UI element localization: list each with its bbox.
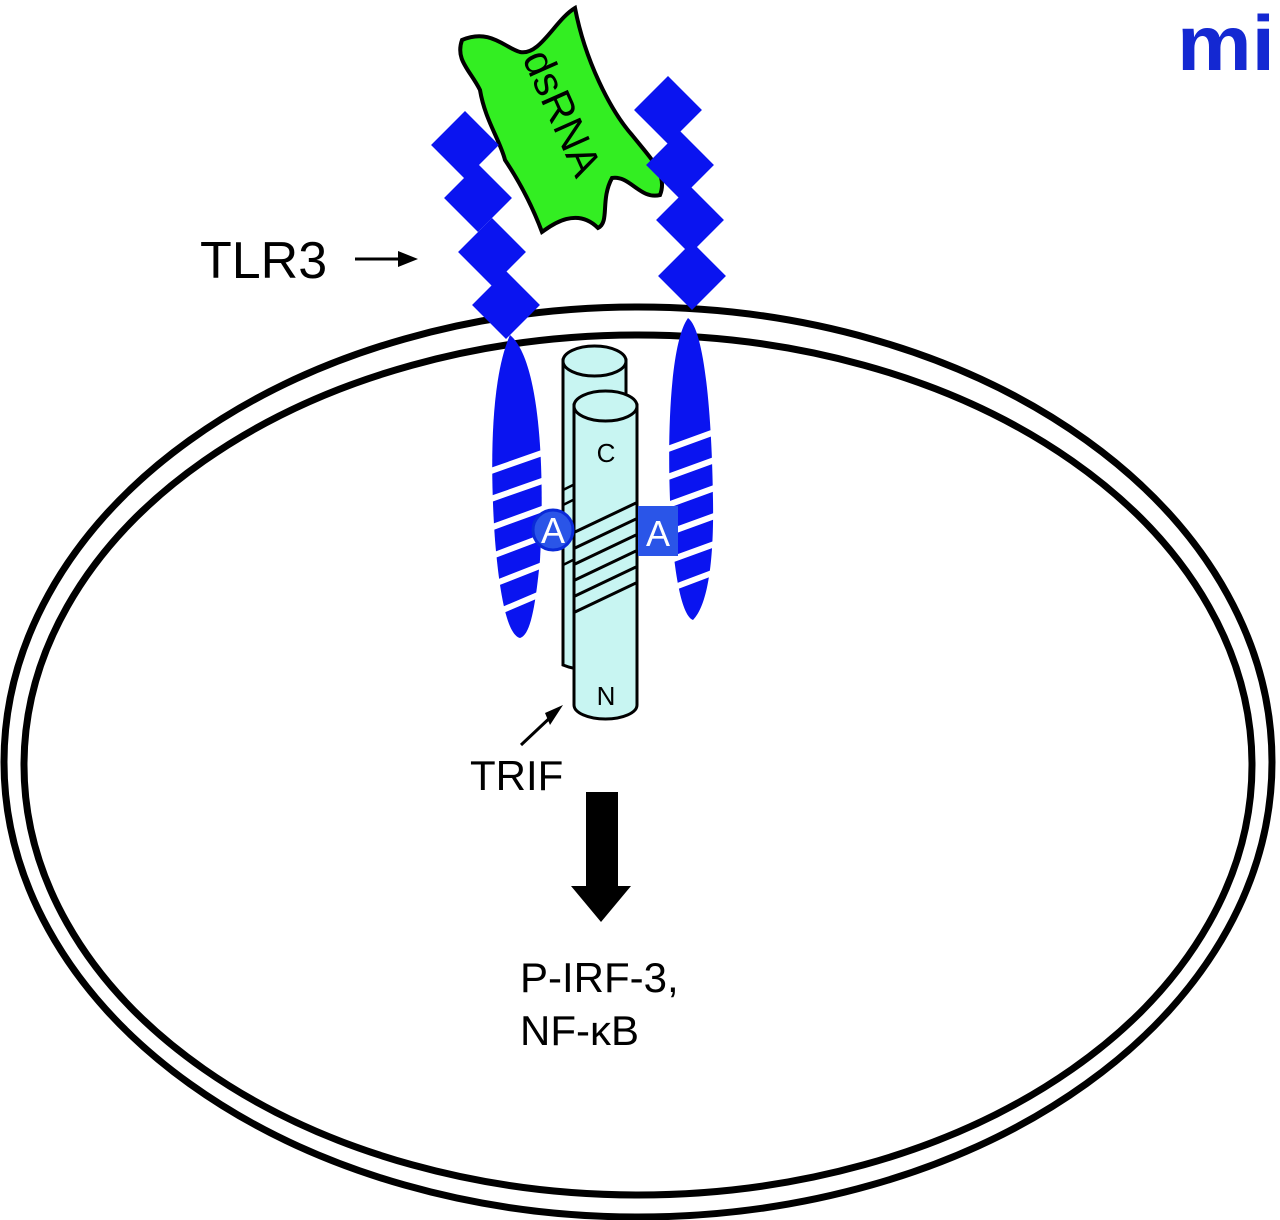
trif-front-helix: C N (572, 389, 639, 721)
lrr-diamond (444, 164, 512, 232)
tlr3-annotation: TLR3 (200, 232, 418, 290)
lrr-diamond (458, 218, 526, 286)
output-line2: NF-κB (520, 1007, 639, 1054)
domain-a-left-circle (531, 508, 575, 552)
lrr-diamond (472, 271, 540, 339)
mi-logo: mi (1177, 0, 1275, 87)
dsrna-ligand: dsRNA (458, 4, 664, 236)
cell-membrane (0, 303, 1276, 1220)
signaling-arrow-shaft (586, 792, 618, 888)
signaling-arrow-head (571, 886, 631, 922)
tlr3-arrow-head (398, 251, 418, 267)
lrr-diamond (634, 76, 702, 144)
front-helix-stripes (574, 501, 637, 614)
tlr3-right-cytoplasmic (663, 318, 722, 620)
membrane-outer (0, 303, 1276, 1220)
trif-annotation: TRIF (470, 705, 563, 799)
domain-a-right: A (638, 506, 678, 556)
back-helix-top (561, 344, 628, 378)
tlr3-left-cytoplasmic (487, 335, 547, 638)
domain-a-left-label: A (541, 510, 565, 551)
tlr3-label: TLR3 (200, 232, 327, 290)
signaling-arrow (571, 792, 631, 922)
membrane-inner (20, 331, 1256, 1199)
domain-a-right-square (638, 506, 678, 556)
front-helix-top (572, 389, 639, 423)
domain-a-left: A (531, 508, 575, 552)
signaling-output: P-IRF-3, NF-κB (520, 954, 679, 1054)
logo-text: mi (1177, 0, 1275, 87)
output-line1: P-IRF-3, (520, 954, 679, 1001)
lrr-diamond (431, 111, 499, 179)
lrr-diamond (658, 242, 726, 310)
front-helix-body (572, 403, 639, 721)
lrr-diamond (656, 186, 724, 254)
helix-n-label: N (597, 681, 616, 711)
tlr3-left-oval (492, 335, 542, 638)
trif-label: TRIF (470, 752, 563, 799)
helix-c-label: C (597, 438, 616, 468)
dsrna-shape (458, 4, 664, 236)
trif-arrow-head (545, 705, 563, 725)
domain-a-right-label: A (646, 513, 670, 554)
